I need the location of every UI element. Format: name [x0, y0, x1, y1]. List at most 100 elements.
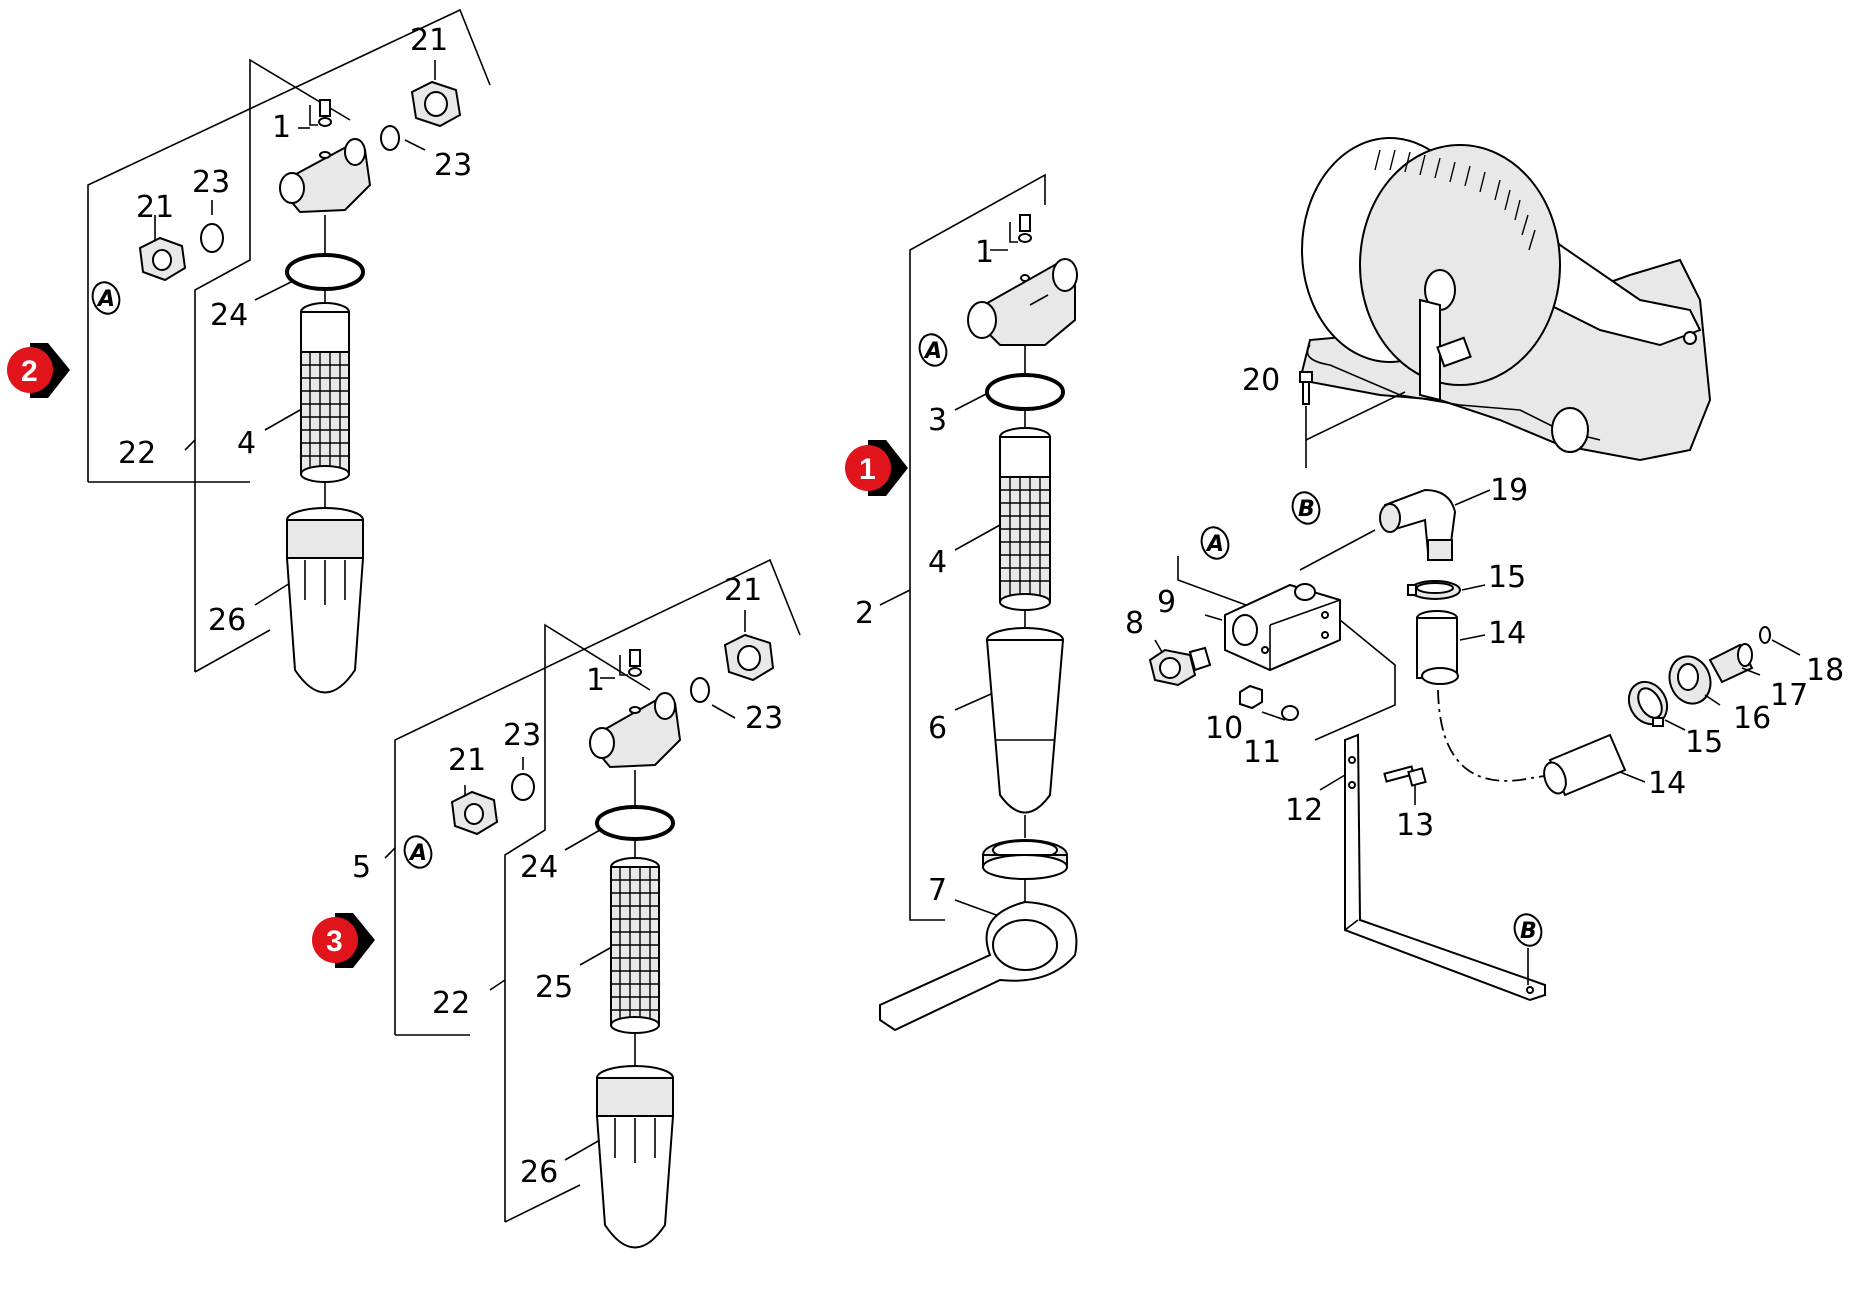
- assembly-group-1: A 1 1 3 4 2 6 7: [845, 173, 1078, 1032]
- bracket-9: [1224, 583, 1341, 672]
- part-number: 8: [1125, 606, 1144, 641]
- leader: [1704, 694, 1721, 706]
- part-number: 9: [1157, 585, 1176, 620]
- part-number: 23: [503, 718, 541, 753]
- connector-label: B: [1298, 497, 1315, 522]
- group3-bracket-outer: [394, 558, 801, 1035]
- bolt-20: [1299, 371, 1313, 405]
- leader: [1454, 489, 1491, 506]
- part-number: 16: [1733, 701, 1771, 736]
- leader: [1664, 719, 1686, 731]
- filter-insert-4: [999, 427, 1051, 611]
- connector-a-group2: A: [91, 281, 121, 315]
- part-number: 23: [192, 165, 230, 200]
- leader: [564, 829, 601, 851]
- group2-bracket-outer: [87, 8, 491, 482]
- part-number: 26: [208, 603, 246, 638]
- leader: [264, 409, 301, 431]
- part-number: 4: [928, 545, 947, 580]
- leader: [1177, 556, 1266, 613]
- connector-label: A: [96, 287, 115, 312]
- marker-label: 3: [326, 925, 343, 958]
- part-number: 23: [434, 148, 472, 183]
- hose-path: [1437, 689, 1551, 782]
- leader: [879, 589, 911, 606]
- part-number: 26: [520, 1155, 558, 1190]
- group3-bracket-inner: [504, 623, 651, 1222]
- part-number: 21: [448, 743, 486, 778]
- washer-11: [1281, 705, 1299, 721]
- part-number: 5: [352, 850, 371, 885]
- hose-clamp-15-lower: [1627, 680, 1669, 727]
- o-ring-23: [511, 773, 535, 801]
- part-number: 13: [1396, 808, 1434, 843]
- vent-valve-1: [1009, 214, 1032, 243]
- leader: [1771, 639, 1801, 656]
- connector-label: B: [1520, 919, 1537, 944]
- group3-bracket-inner-bottom: [504, 1184, 581, 1223]
- marker-label: 1: [859, 453, 876, 486]
- part-number: 12: [1285, 793, 1323, 828]
- connector-a-mount: A: [1200, 526, 1230, 560]
- leader: [1619, 771, 1646, 783]
- part-number: 21: [136, 190, 174, 225]
- connector-label: A: [1205, 532, 1224, 557]
- ring-nut: [982, 839, 1068, 880]
- part-number: 23: [745, 701, 783, 736]
- assembly-group-3: A 3 21 1 23 23 21 5 24 22 25 26: [312, 558, 801, 1249]
- part-number: 24: [520, 850, 558, 885]
- filter-bowl-26: [285, 507, 365, 694]
- vent-valve-1: [309, 99, 332, 127]
- hose-reel-cart: [1298, 137, 1712, 462]
- filter-head: [279, 138, 372, 214]
- part-number: 18: [1806, 653, 1844, 688]
- group2-bracket-inner: [194, 58, 351, 672]
- leader: [1299, 529, 1376, 571]
- part-number: 1: [586, 663, 605, 698]
- part-number: 14: [1488, 616, 1526, 651]
- filter-head: [967, 258, 1078, 346]
- leader: [1204, 614, 1223, 621]
- connector-b-bottom: B: [1513, 913, 1543, 947]
- part-number: 21: [410, 23, 448, 58]
- nut-10: [1239, 684, 1263, 710]
- leader: [711, 704, 736, 719]
- leader: [1154, 639, 1163, 653]
- filter-bowl-6: [985, 627, 1065, 814]
- hose-clamp-15: [1407, 580, 1461, 600]
- part-number: 19: [1490, 473, 1528, 508]
- part-number: 1: [272, 110, 291, 145]
- leader: [954, 524, 1001, 551]
- part-number: 11: [1243, 735, 1281, 770]
- connector-a-group1: A: [918, 333, 948, 367]
- part-number: 22: [118, 436, 156, 471]
- assembly-group-2: A 2 21 1 23 23 21 24 22 4 26: [7, 8, 491, 694]
- nut-21: [138, 236, 187, 282]
- o-ring-23: [200, 223, 224, 253]
- bolt-13: [1383, 765, 1427, 787]
- part-number: 21: [724, 573, 762, 608]
- union-nut-16: [1668, 655, 1712, 705]
- part-number: 2: [855, 596, 874, 631]
- part-number: 4: [237, 426, 256, 461]
- hose-piece-14-lower: [1543, 733, 1627, 797]
- leader: [1461, 584, 1486, 591]
- leader: [184, 439, 196, 451]
- part-number: 24: [210, 298, 248, 333]
- coupling-17: [1708, 643, 1754, 684]
- leader: [1261, 711, 1286, 721]
- vent-valve-1: [619, 649, 642, 677]
- filter-insert-25: [610, 857, 660, 1034]
- seal-24: [595, 805, 675, 841]
- nut-21-top: [410, 80, 462, 128]
- group2-bracket-inner-bottom: [194, 629, 271, 673]
- part-number: 1: [975, 235, 994, 270]
- part-number: 20: [1242, 363, 1280, 398]
- mounting-assembly: B A: [1125, 137, 1844, 1002]
- nut-21-top: [723, 633, 775, 682]
- leader: [1319, 774, 1346, 791]
- part-number: 6: [928, 711, 947, 746]
- filter-insert-4: [300, 302, 350, 483]
